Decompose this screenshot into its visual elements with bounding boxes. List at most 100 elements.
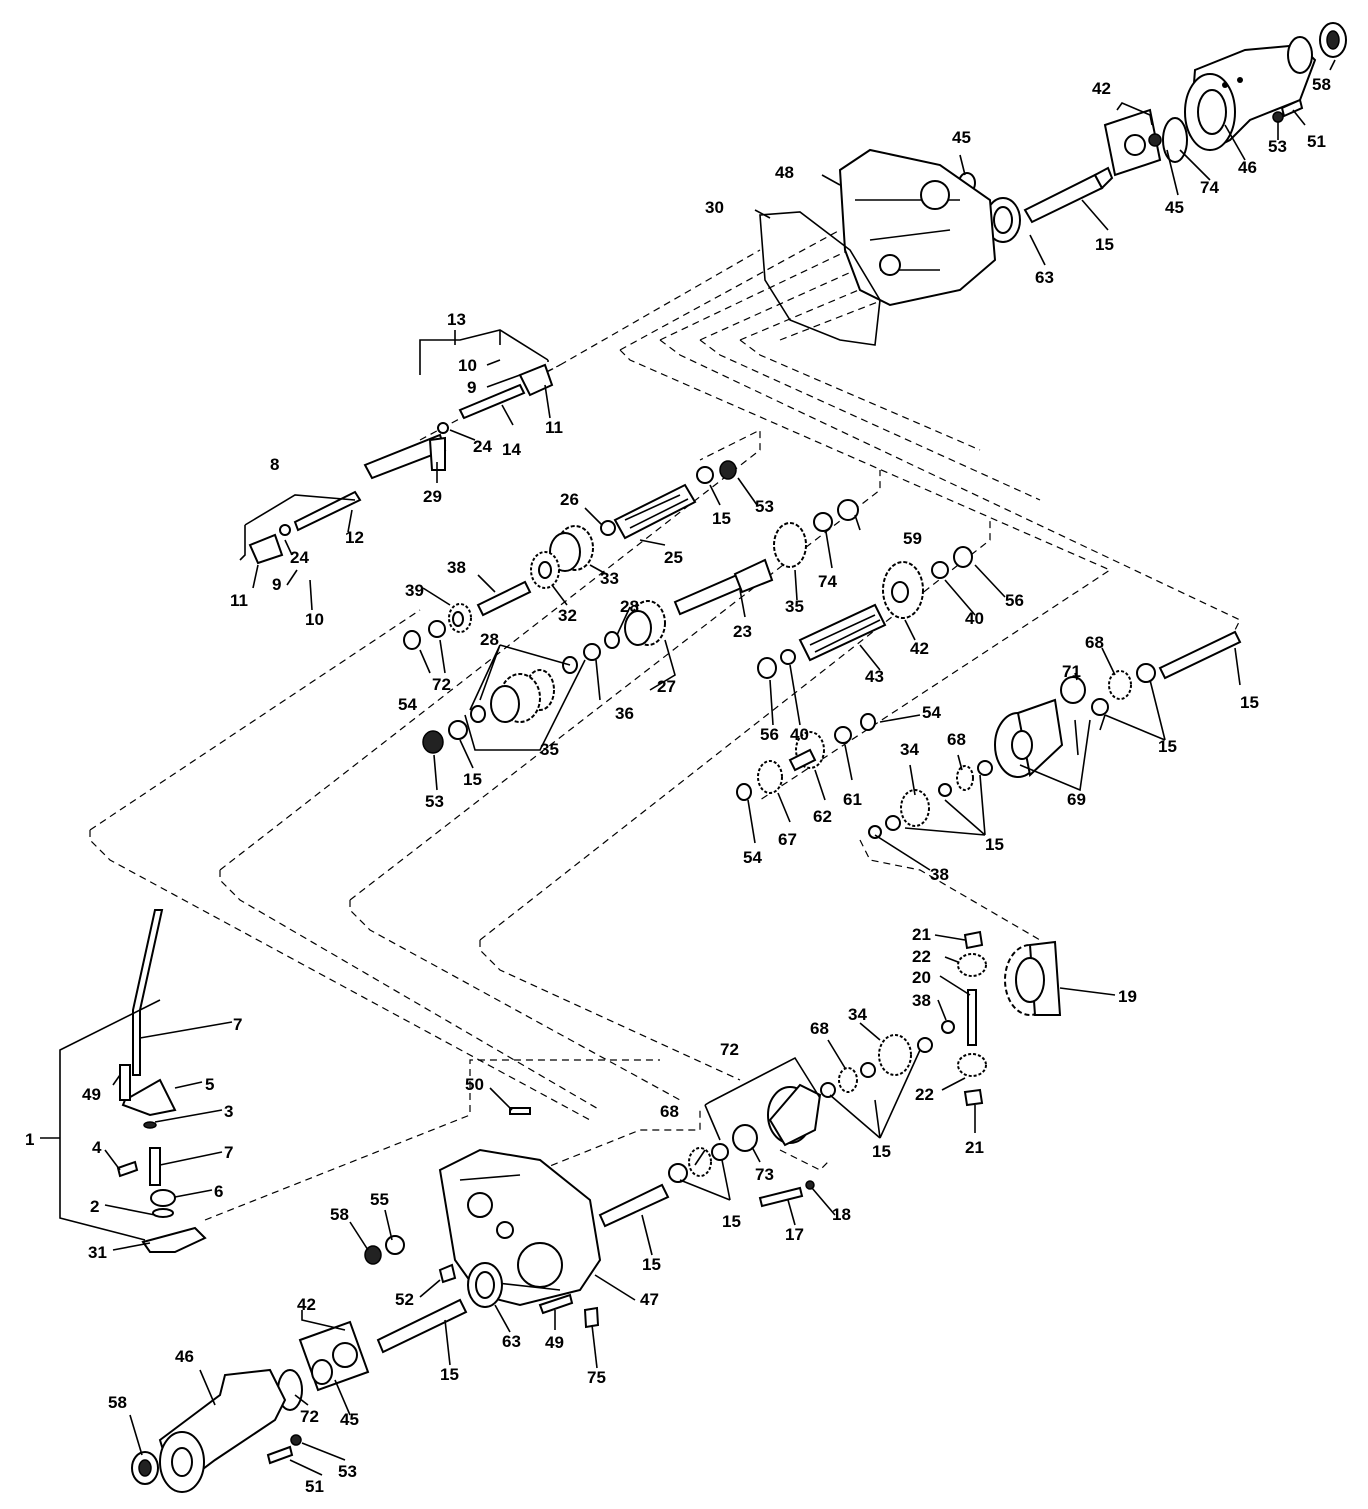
washer-61 xyxy=(834,726,852,744)
callout-label: 49 xyxy=(82,1085,101,1104)
ring-37 xyxy=(583,643,601,661)
callout-label: 14 xyxy=(502,440,521,459)
callout-label: 33 xyxy=(600,569,619,588)
gear-27 xyxy=(624,600,666,646)
ring-38-mid xyxy=(941,1020,955,1034)
callout-label: 18 xyxy=(832,1205,851,1224)
pin-20 xyxy=(967,989,977,1046)
callout-label: 42 xyxy=(1092,79,1111,98)
callout-label: 72 xyxy=(300,1407,319,1426)
case-half-47 xyxy=(438,1148,602,1307)
nut-53-top xyxy=(1272,111,1284,123)
callout-label: 4 xyxy=(92,1138,102,1157)
bushing-28-c xyxy=(470,705,486,723)
gear-62 xyxy=(788,731,825,772)
washer-16-e xyxy=(977,760,993,776)
plug-52 xyxy=(438,1263,457,1284)
callout-label: 68 xyxy=(660,1102,679,1121)
callout-label: 47 xyxy=(640,1290,659,1309)
bearing-56 xyxy=(385,1235,405,1255)
callout-label: 68 xyxy=(1085,633,1104,652)
callout-label: 71 xyxy=(1062,662,1081,681)
bolt-17 xyxy=(758,1186,804,1208)
bushing-28-a xyxy=(604,631,620,649)
callout-label: 8 xyxy=(270,455,279,474)
callout-label: 53 xyxy=(755,497,774,516)
callout-label: 24 xyxy=(290,548,309,567)
plate-42-top xyxy=(1103,108,1162,177)
gear-40 xyxy=(448,603,472,633)
shaft-44 xyxy=(798,603,887,662)
callout-label: 35 xyxy=(785,597,804,616)
leader-lines xyxy=(40,59,1336,1476)
callout-label: 25 xyxy=(664,548,683,567)
callout-label: 51 xyxy=(1307,132,1326,151)
washer-16-d xyxy=(1136,663,1156,683)
gear-36 xyxy=(490,669,555,723)
shaft-15-bottom-mid xyxy=(598,1183,670,1228)
callout-label: 48 xyxy=(775,163,794,182)
callout-label: 59 xyxy=(903,529,922,548)
bolt-51-top xyxy=(1280,98,1304,118)
callout-label: 9 xyxy=(272,575,281,594)
callout-label: 15 xyxy=(1095,235,1114,254)
callout-label: 15 xyxy=(872,1142,891,1161)
assembly-guide-lines xyxy=(89,229,1241,1221)
callout-label: 15 xyxy=(722,1212,741,1231)
bearing-54-a xyxy=(719,460,737,480)
callout-label: 43 xyxy=(865,667,884,686)
callout-label: 35 xyxy=(540,740,559,759)
bearing-59 xyxy=(837,499,859,521)
callout-label: 10 xyxy=(305,610,324,629)
bearing-68-a xyxy=(1108,670,1132,700)
callout-label: 73 xyxy=(755,1165,774,1184)
callout-label: 45 xyxy=(1165,198,1184,217)
seal-58-bottom xyxy=(131,1451,159,1485)
callout-label: 6 xyxy=(214,1182,223,1201)
callout-label: 17 xyxy=(785,1225,804,1244)
nut-18 xyxy=(805,1180,815,1190)
gear-67 xyxy=(757,760,783,794)
callout-label: 9 xyxy=(467,378,476,397)
callout-label: 32 xyxy=(558,606,577,625)
callout-label: 34 xyxy=(848,1005,867,1024)
callout-label: 13 xyxy=(447,310,466,329)
shift-assembly-13 xyxy=(363,363,554,480)
pinion-22-top xyxy=(957,953,987,977)
callout-label: 72 xyxy=(432,675,451,694)
shift-lever-assembly-1 xyxy=(116,909,207,1253)
callout-label: 15 xyxy=(1240,693,1259,712)
callout-label: 74 xyxy=(818,572,837,591)
callout-label: 15 xyxy=(440,1365,459,1384)
callout-label: 53 xyxy=(338,1462,357,1481)
callout-label: 40 xyxy=(790,725,809,744)
mainshaft-23 xyxy=(673,558,774,616)
callout-label: 42 xyxy=(297,1295,316,1314)
bevel-gear-34-bottom xyxy=(878,1034,912,1076)
plate-42-bottom xyxy=(298,1320,370,1392)
washer-16-b xyxy=(448,720,468,740)
callout-label: 53 xyxy=(1268,137,1287,156)
callout-label: 54 xyxy=(743,848,762,867)
callout-label: 58 xyxy=(330,1205,349,1224)
bearing-57-b xyxy=(757,657,777,679)
callout-label: 19 xyxy=(1118,987,1137,1006)
callout-label: 11 xyxy=(545,418,563,437)
countershaft-25 xyxy=(613,483,697,540)
callout-label: 74 xyxy=(1200,178,1219,197)
callout-label: 54 xyxy=(398,695,417,714)
callout-label: 2 xyxy=(90,1197,99,1216)
shaft-39 xyxy=(476,580,532,617)
gear-32 xyxy=(530,551,560,589)
callout-label: 38 xyxy=(447,558,466,577)
axle-housing-bottom xyxy=(158,1368,287,1493)
washer-16-a xyxy=(696,466,714,484)
callout-label: 31 xyxy=(88,1243,107,1262)
callout-label: 34 xyxy=(900,740,919,759)
bevel-gear-34-top xyxy=(900,789,930,827)
bearing-55-c xyxy=(736,783,752,801)
bearing-68-d xyxy=(688,1147,712,1177)
bearing-68-b xyxy=(956,765,974,791)
callout-label: 15 xyxy=(463,770,482,789)
